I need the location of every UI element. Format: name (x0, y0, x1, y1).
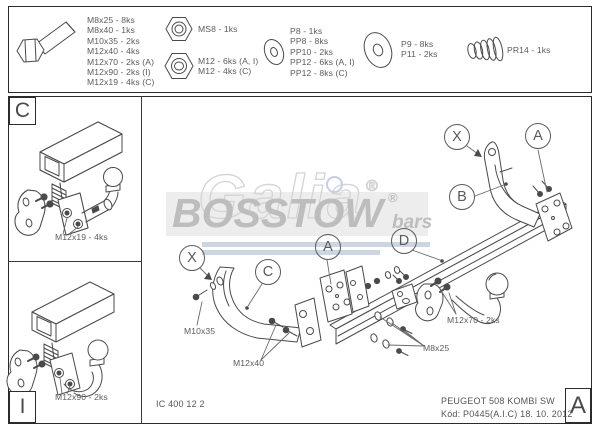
callout-a-center: A (315, 234, 341, 260)
callout-c: C (255, 259, 281, 285)
m12x70-label: M12x70 - 2ks (447, 315, 500, 325)
legend-nut-text: M12 - 6ks (A, I) M12 - 4ks (C) (198, 56, 258, 77)
watermark-blue-bar (202, 250, 380, 255)
legend-line: PP10 - 2ks (290, 46, 334, 57)
callout-b: B (449, 184, 475, 210)
watermark-brand-reg: ® (388, 190, 398, 205)
legend-bolts-text: M8x25 - 8ks M8x40 - 1ks M10x35 - 2ks M12… (87, 15, 155, 88)
legend-large-washers-text: P9 - 8ks P11 - 2ks (401, 39, 438, 60)
doc-number: IC 400 12 2 (156, 399, 205, 409)
hardware-legend-frame (8, 6, 592, 93)
title-block: PEUGEOT 508 KOMBI SW Kód: P0445(A.I.C) 1… (441, 395, 573, 421)
legend-line: M12x90 - 2ks (I) (87, 67, 151, 78)
legend-line: PP8 - 8ks (290, 36, 329, 47)
callout-a-right: A (525, 123, 551, 149)
legend-line: P9 - 8ks (401, 39, 434, 49)
watermark-logo-dot (326, 176, 343, 193)
variant-c-fastener-label: M12x19 - 4ks (55, 232, 108, 242)
legend-line: P8 - 1ks (290, 26, 323, 36)
variant-c-letterbox: C (9, 97, 36, 125)
m8x25-label: M8x25 (423, 343, 450, 353)
revision-letterbox: A (565, 388, 591, 423)
left-column-divider (141, 96, 142, 424)
callout-x-left: X (179, 245, 205, 271)
legend-line: MS8 - 1ks (198, 24, 238, 34)
variant-panels-divider (8, 261, 141, 262)
variant-i-letterbox: I (9, 391, 36, 423)
legend-line: P11 - 2ks (401, 49, 438, 60)
variant-i-fastener-label: M12x90 - 2ks (55, 392, 108, 402)
code-line: Kód: P0445(A.I.C) 18. 10. 2012 (441, 409, 573, 419)
legend-small-washers-text: P8 - 1ks PP8 - 8ks PP10 - 2ks PP12 - 6ks… (290, 26, 355, 78)
m12x40-label: M12x40 (233, 358, 265, 368)
callout-x-right: X (444, 124, 470, 150)
drawing-frame (8, 96, 592, 424)
legend-line: M10x35 - 2ks (87, 35, 140, 46)
legend-spring-text: PR14 - 1ks (507, 45, 551, 55)
legend-line: M12x40 - 4ks (87, 46, 140, 57)
legend-line: M8x40 - 1ks (87, 25, 135, 36)
legend-line: M12 - 4ks (C) (198, 66, 252, 77)
legend-line: M12 - 6ks (A, I) (198, 56, 259, 66)
callout-d: D (391, 228, 417, 254)
legend-line: M12x19 - 4ks (C) (87, 77, 155, 88)
legend-line: PR14 - 1ks (507, 45, 551, 55)
vehicle-title: PEUGEOT 508 KOMBI SW (441, 396, 555, 406)
m10x35-label: M10x35 (184, 326, 216, 336)
legend-line: PP12 - 8ks (C) (290, 67, 348, 78)
legend-line: M12x70 - 2ks (A) (87, 56, 155, 67)
watermark-outline-reg: ® (366, 178, 379, 196)
legend-line: PP12 - 6ks (A, I) (290, 57, 355, 68)
legend-line: M8x25 - 8ks (87, 15, 135, 25)
legend-locknut-text: MS8 - 1ks (198, 24, 238, 34)
